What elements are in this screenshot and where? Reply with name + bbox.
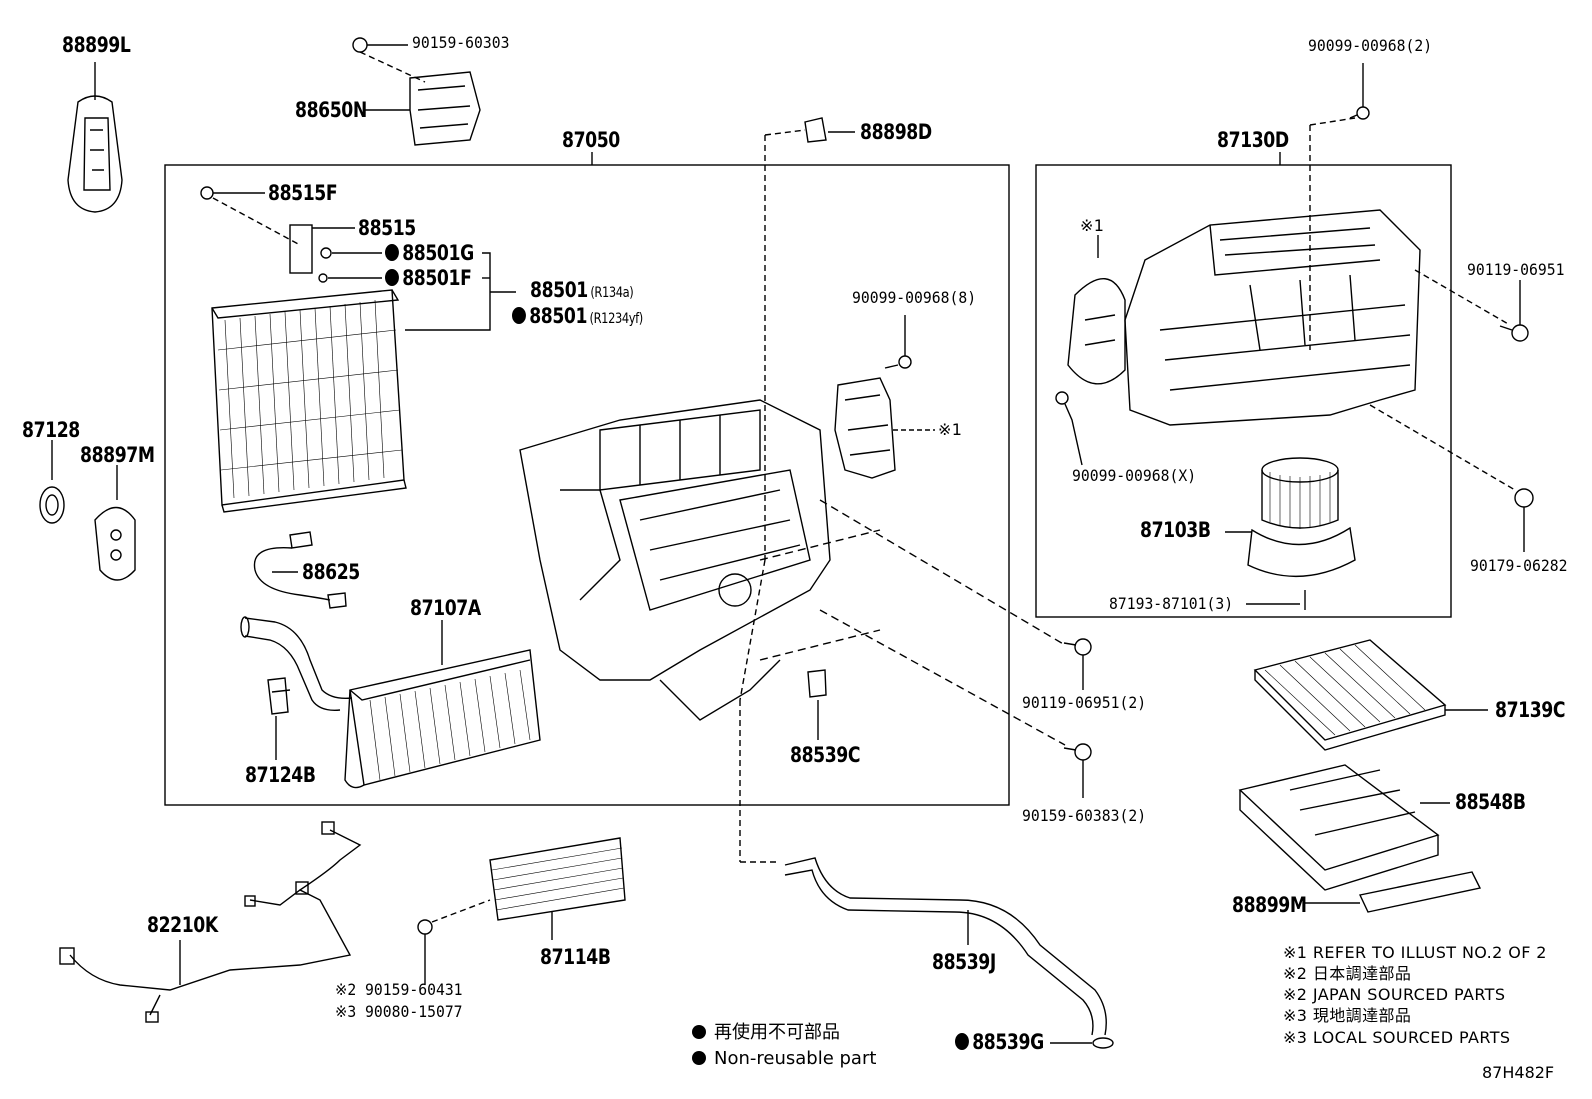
part-label-87103B[interactable]: 87103B	[1140, 518, 1211, 542]
part-label-88625[interactable]: 88625	[302, 560, 360, 584]
non-reusable-dot-icon	[955, 1033, 969, 1050]
group-box-87130D	[1035, 164, 1452, 618]
part-label-90099-00968-2[interactable]: 90099-00968(2)	[1308, 36, 1433, 55]
part-label-88515[interactable]: 88515	[358, 216, 416, 240]
non-reusable-dot-icon	[512, 307, 526, 324]
drain-hose-shape	[784, 857, 1107, 1036]
part-label-90099-00968-X[interactable]: 90099-00968(X)	[1072, 466, 1197, 485]
part-label-90159-60383-2[interactable]: 90159-60383(2)	[1022, 806, 1147, 825]
group-box-87050	[164, 164, 1010, 806]
non-reusable-dot-icon	[385, 269, 399, 286]
key-fob-shape	[67, 95, 123, 213]
group-label-87050[interactable]: 87050	[562, 128, 620, 152]
part-label-88515F[interactable]: 88515F	[268, 181, 338, 205]
illustration-code: 87H482F	[1482, 1063, 1555, 1082]
part-label-88501-r1234yf[interactable]: 88501(R1234yf)	[512, 306, 643, 327]
part-label-88548B[interactable]: 88548B	[1455, 790, 1526, 814]
part-label-88501G[interactable]: 88501G	[385, 243, 474, 264]
part-label-88897M[interactable]: 88897M	[80, 443, 155, 467]
part-label-87139C[interactable]: 87139C	[1495, 698, 1566, 722]
note-line-1: ※1 REFER TO ILLUST NO.2 OF 2	[1283, 943, 1547, 962]
part-label-88539G[interactable]: 88539G	[955, 1032, 1044, 1053]
part-label-87193-87101-3[interactable]: 87193-87101(3)	[1109, 594, 1234, 613]
note-line-4: ※3 現地調達部品	[1283, 1006, 1412, 1025]
part-label-88899M[interactable]: 88899M	[1232, 893, 1307, 917]
group-label-87130D[interactable]: 87130D	[1217, 128, 1289, 152]
tray-shape	[1238, 764, 1440, 871]
actuator-shape	[834, 377, 896, 479]
wire-harness-shape	[69, 889, 352, 991]
part-label-88539C[interactable]: 88539C	[790, 743, 861, 767]
part-label-88899L[interactable]: 88899L	[62, 33, 131, 57]
part-label-87124B[interactable]: 87124B	[245, 763, 316, 787]
part-label-88898D[interactable]: 88898D	[860, 120, 932, 144]
reference-mark-1-actuator: ※1	[938, 420, 963, 439]
part-label-90080-15077[interactable]: ※3 90080-15077	[335, 1002, 463, 1021]
non-reusable-dot-icon	[692, 1051, 706, 1065]
non-reusable-dot-icon	[385, 244, 399, 261]
note-line-5: ※3 LOCAL SOURCED PARTS	[1283, 1028, 1511, 1047]
hvac-unit-shape	[519, 399, 831, 681]
legend-jp: 再使用不可部品	[692, 1024, 840, 1042]
reference-mark-1-blower: ※1	[1080, 216, 1105, 235]
part-label-87107A[interactable]: 87107A	[410, 596, 481, 620]
part-label-90119-06951[interactable]: 90119-06951	[1467, 260, 1565, 279]
note-line-3: ※2 JAPAN SOURCED PARTS	[1283, 985, 1506, 1004]
note-line-2: ※2 日本調達部品	[1283, 964, 1412, 983]
blower-housing-shape	[1124, 209, 1421, 426]
part-label-87128[interactable]: 87128	[22, 418, 80, 442]
part-label-90099-00968-8[interactable]: 90099-00968(8)	[852, 288, 977, 307]
heater-core-shape	[349, 649, 541, 786]
part-label-87114B[interactable]: 87114B	[540, 945, 611, 969]
part-label-90159-60303[interactable]: 90159-60303	[412, 33, 510, 52]
non-reusable-dot-icon	[692, 1025, 706, 1039]
part-label-88501F[interactable]: 88501F	[385, 268, 472, 289]
part-label-88501-r134a[interactable]: 88501(R134a)	[530, 278, 634, 302]
legend-en: Non-reusable part	[692, 1050, 876, 1068]
part-label-82210K[interactable]: 82210K	[147, 913, 218, 937]
part-label-90119-06951-2[interactable]: 90119-06951(2)	[1022, 693, 1147, 712]
part-label-88539J[interactable]: 88539J	[932, 950, 996, 974]
part-label-90179-06282[interactable]: 90179-06282	[1470, 556, 1568, 575]
part-label-88650N[interactable]: 88650N	[295, 98, 367, 122]
filter-shape	[1253, 639, 1447, 741]
part-label-90159-60431[interactable]: ※2 90159-60431	[335, 980, 463, 999]
